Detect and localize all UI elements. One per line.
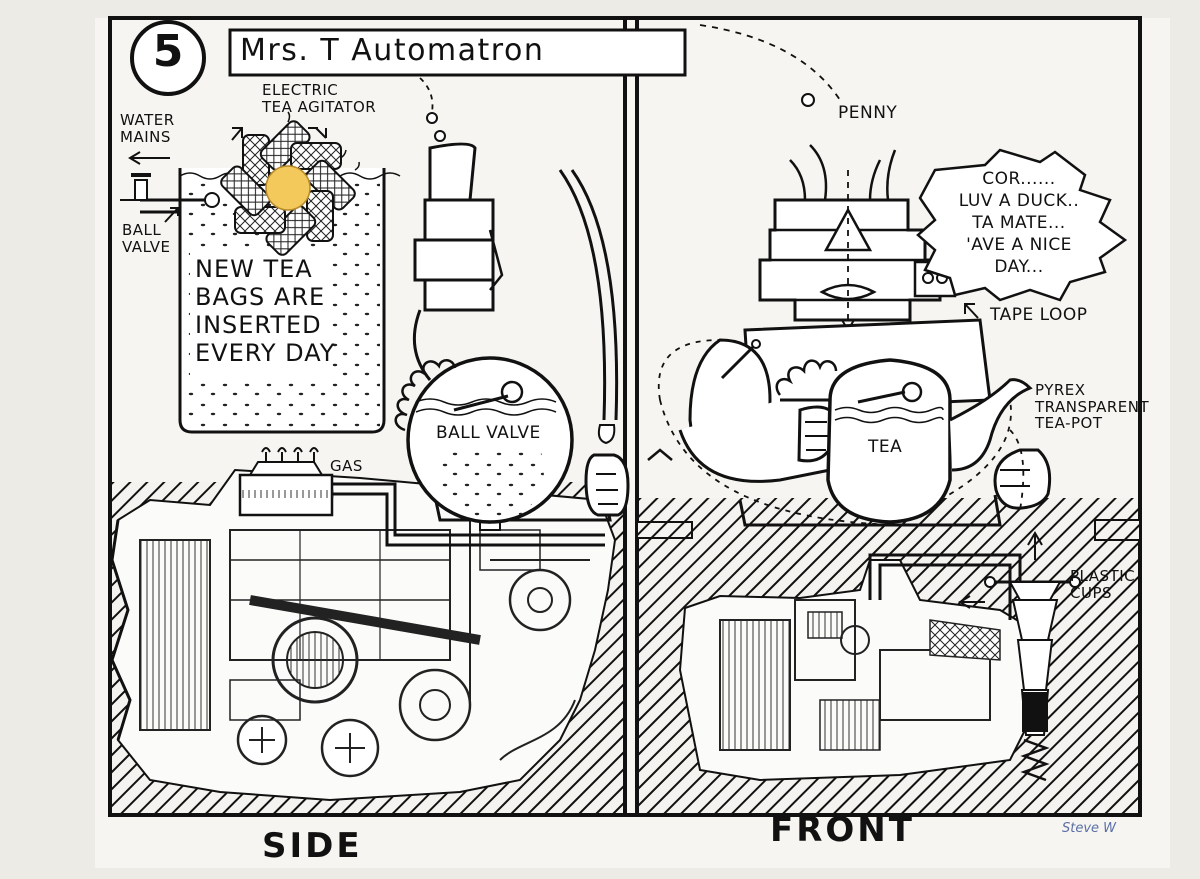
electric-tea-agitator bbox=[220, 111, 360, 256]
label-new-tea-bags: NEW TEA BAGS ARE INSERTED EVERY DAY bbox=[195, 255, 336, 368]
plastic-cup-dispenser bbox=[958, 531, 1081, 782]
label-tape-loop: TAPE LOOP bbox=[990, 305, 1088, 325]
front-robot bbox=[647, 24, 1052, 527]
water-mains-arrow bbox=[128, 151, 170, 165]
label-penny: PENNY bbox=[838, 103, 898, 123]
label-water-mains: WATER MAINS bbox=[120, 111, 175, 146]
label-electric-tea-agitator: ELECTRIC TEA AGITATOR bbox=[262, 81, 377, 116]
side-robot bbox=[394, 77, 630, 531]
caption-front: FRONT bbox=[770, 810, 915, 850]
label-pyrex-teapot: PYREX TRANSPARENT TEA-POT bbox=[1035, 381, 1150, 432]
gas-pipe bbox=[332, 482, 605, 547]
artist-signature: Steve W bbox=[1062, 821, 1117, 836]
label-ball-valve-pot: BALL VALVE bbox=[436, 423, 541, 443]
label-ball-valve-left: BALL VALVE bbox=[122, 221, 171, 256]
comic-title: Mrs. T Automatron bbox=[240, 33, 545, 68]
speech-bubble bbox=[916, 148, 1128, 302]
ball-valve-arrow bbox=[164, 207, 179, 223]
label-plastic-cups: PLASTIC CUPS bbox=[1070, 567, 1136, 602]
comic-frames bbox=[108, 16, 1142, 817]
caption-side: SIDE bbox=[262, 826, 363, 866]
panel-number: 5 bbox=[152, 26, 184, 77]
speech-bubble-text: COR...... LUV A DUCK.. TA MATE... 'AVE A… bbox=[958, 169, 1080, 278]
label-tea: TEA bbox=[868, 437, 903, 457]
label-gas: GAS bbox=[330, 457, 363, 475]
gas-burner bbox=[238, 447, 334, 517]
wall-ledges bbox=[636, 519, 1141, 541]
front-engine-cutaway bbox=[678, 553, 1052, 782]
